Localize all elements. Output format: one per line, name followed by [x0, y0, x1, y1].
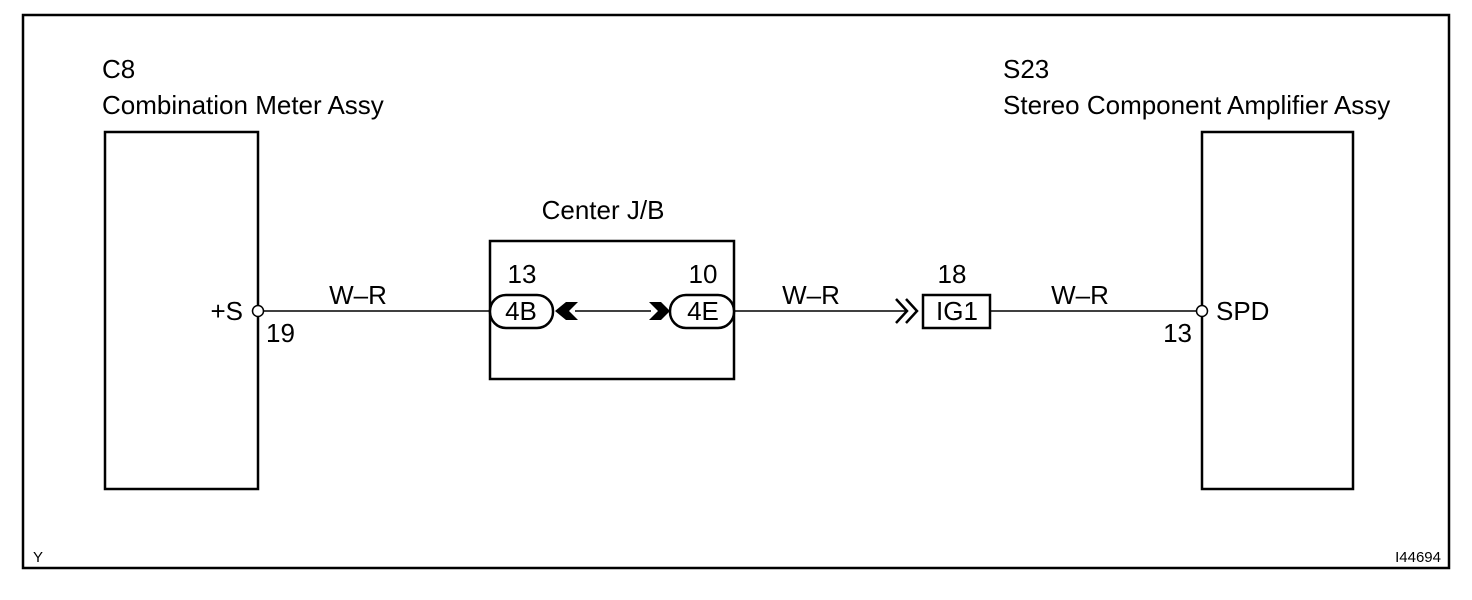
- right-component-code: S23: [1003, 54, 1049, 84]
- wire-color-label-2: W–R: [782, 280, 840, 310]
- left-terminal-dot: [251, 304, 265, 318]
- left-component-code: C8: [102, 54, 135, 84]
- diagram-frame: [21, 13, 1451, 570]
- connector-4e-terminal-icon: [649, 302, 670, 320]
- connector-4e-pin: 10: [689, 259, 718, 289]
- corner-letter: Y: [33, 549, 43, 566]
- wire-color-label-1: W–R: [329, 280, 387, 310]
- inline-connector: 18 IG1: [895, 259, 992, 330]
- figure-id: I44694: [1395, 549, 1441, 566]
- connector-4b-terminal-icon: [555, 302, 578, 320]
- right-terminal-name: SPD: [1216, 296, 1269, 326]
- inline-connector-label: IG1: [936, 296, 978, 326]
- right-component-name: Stereo Component Amplifier Assy: [1003, 90, 1390, 120]
- connector-4e-label: 4E: [687, 296, 719, 326]
- left-terminal-pin: 19: [266, 318, 295, 348]
- left-component: C8 Combination Meter Assy +S 19: [102, 54, 384, 491]
- left-component-name: Combination Meter Assy: [102, 90, 384, 120]
- junction-block: Center J/B 13 4B 10 4E: [488, 195, 736, 381]
- inline-connector-box: [921, 293, 992, 330]
- connector-4b-pin: 13: [508, 259, 537, 289]
- right-component: S23 Stereo Component Amplifier Assy SPD …: [1003, 54, 1390, 491]
- wire-color-label-3: W–R: [1051, 280, 1109, 310]
- left-terminal-name: +S: [210, 296, 243, 326]
- right-terminal-pin: 13: [1163, 318, 1192, 348]
- connector-4b: [488, 293, 555, 330]
- connector-4b-label: 4B: [505, 296, 537, 326]
- right-terminal-dot: [1195, 304, 1209, 318]
- junction-block-title: Center J/B: [542, 195, 665, 225]
- inline-connector-pin: 18: [938, 259, 967, 289]
- inline-connector-chevron-icon: [895, 298, 919, 324]
